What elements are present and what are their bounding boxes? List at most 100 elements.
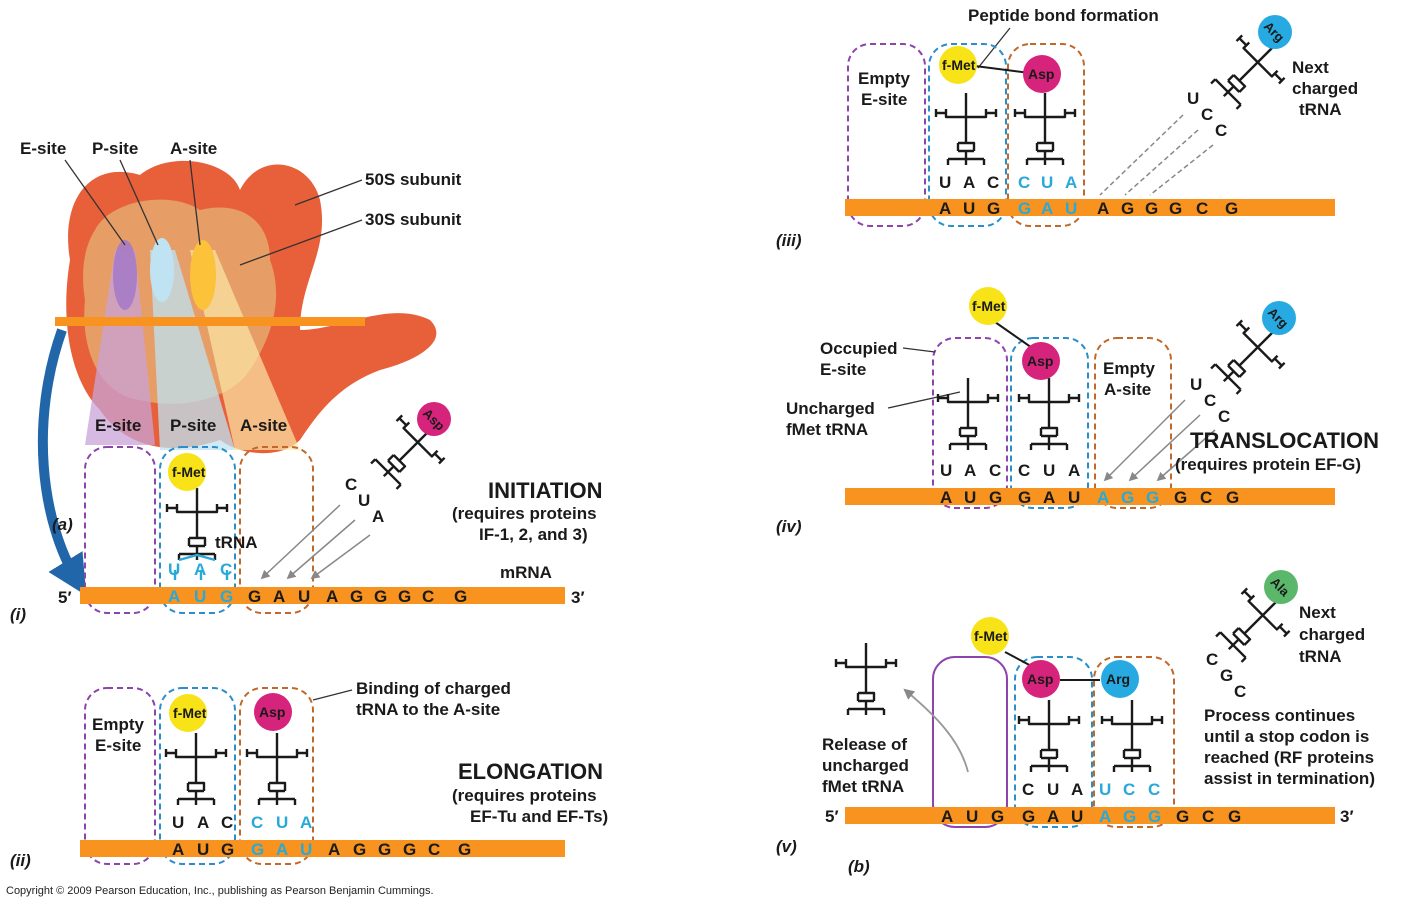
label-50s-subunit: 50S subunit	[365, 170, 462, 189]
ii-p-anticodon-1: U	[172, 813, 184, 832]
i-codon-3: G	[220, 587, 233, 606]
v-process-1: Process continues	[1204, 706, 1355, 725]
v-arg-ball	[1101, 660, 1139, 698]
label-a-e-site: E-site	[20, 139, 66, 158]
v-incoming-anticodon-1: C	[1206, 650, 1218, 669]
label-panel-iii: (iii)	[776, 231, 802, 250]
iii-codon-12: G	[1225, 199, 1238, 218]
v-asp-ball	[1022, 660, 1060, 698]
iv-e-site-box	[932, 337, 1008, 509]
ii-asp-ball	[254, 693, 292, 731]
a-site-beam	[190, 250, 300, 450]
v-ala-ball	[1264, 570, 1298, 604]
v-a-anticodon-2: C	[1123, 780, 1135, 799]
iii-asp-label: Asp	[1028, 66, 1054, 82]
ii-p-anticodon-3: C	[221, 813, 233, 832]
iv-arg-ball	[1262, 301, 1296, 335]
iv-e-trna	[936, 376, 1000, 452]
iii-codon-3: G	[987, 199, 1000, 218]
iv-empty-a-1: Empty	[1103, 359, 1156, 378]
ii-codon-5: A	[276, 840, 288, 859]
iv-codon-10: G	[1174, 488, 1187, 507]
v-a-site-box	[1093, 656, 1175, 828]
e-site-beam	[85, 250, 155, 445]
iv-codon-4: G	[1018, 488, 1031, 507]
iv-mrna-strand	[845, 488, 1335, 505]
i-codon-8: G	[350, 587, 363, 606]
ii-codon-7: A	[328, 840, 340, 859]
iii-p-anticodon-1: U	[939, 173, 951, 192]
i-codon-10: G	[398, 587, 411, 606]
i-subtitle-2: IF-1, 2, and 3)	[479, 525, 588, 544]
iii-p-anticodon-3: C	[987, 173, 999, 192]
i-mrna-label: mRNA	[500, 563, 552, 582]
iii-a-anticodon-2: U	[1041, 173, 1053, 192]
v-p-anticodon-2: U	[1047, 780, 1059, 799]
iii-fmet-ball	[939, 46, 977, 84]
iv-occupied-2: E-site	[820, 360, 866, 379]
iv-fmet-ball	[969, 287, 1007, 325]
iv-e-anticodon-2: A	[964, 461, 976, 480]
iii-a-anticodon-3: A	[1065, 173, 1077, 192]
iii-codon-2: U	[963, 199, 975, 218]
ii-codon-4: G	[251, 840, 264, 859]
label-i-p-site: P-site	[170, 416, 216, 435]
i-fmet-ball	[168, 453, 206, 491]
v-codon-10: G	[1176, 807, 1189, 826]
v-five-prime: 5′	[825, 807, 839, 826]
v-p-trna	[1017, 698, 1081, 774]
i-five-prime: 5′	[58, 588, 72, 607]
v-next-1: Next	[1299, 603, 1336, 622]
copyright-text: Copyright © 2009 Pearson Education, Inc.…	[6, 885, 434, 897]
ii-empty-1: Empty	[92, 715, 145, 734]
p-site-beam	[150, 250, 235, 450]
label-panel-a: (a)	[52, 515, 73, 534]
iii-incoming-anticodon-1: U	[1187, 89, 1199, 108]
iv-fmet-label: f-Met	[972, 298, 1006, 314]
v-codon-7: A	[1099, 807, 1111, 826]
v-codon-6: U	[1071, 807, 1083, 826]
v-fmet-label: f-Met	[974, 628, 1008, 644]
v-release-3: fMet tRNA	[822, 777, 904, 796]
ii-codon-8: G	[353, 840, 366, 859]
iv-uncharged-1: Uncharged	[786, 399, 875, 418]
ii-fmet-ball	[169, 694, 207, 732]
ribosome-illustration	[55, 160, 437, 454]
ii-codons: A U G G A U A G G G C G	[172, 840, 471, 859]
ii-p-site-box	[159, 687, 236, 865]
i-codon-1: A	[168, 587, 180, 606]
iv-incoming-anticodon-2: C	[1204, 391, 1216, 410]
iii-next-3: tRNA	[1299, 100, 1342, 119]
iii-codon-9: G	[1145, 199, 1158, 218]
ii-a-trna	[245, 731, 309, 807]
v-codon-12: G	[1228, 807, 1241, 826]
iii-codon-7: A	[1097, 199, 1109, 218]
v-codon-1: A	[941, 807, 953, 826]
v-codon-8: G	[1123, 807, 1136, 826]
iii-codon-5: A	[1041, 199, 1053, 218]
i-codon-5: A	[273, 587, 285, 606]
iv-asp-ball	[1022, 342, 1060, 380]
iii-next-2: charged	[1292, 79, 1358, 98]
iii-a-site-box	[1007, 43, 1085, 227]
v-asp-label: Asp	[1027, 671, 1053, 687]
ii-binding-2: tRNA to the A-site	[356, 700, 500, 719]
iii-empty-1: Empty	[858, 69, 911, 88]
label-panel-ii: (ii)	[10, 851, 31, 870]
i-codons: A U G G A U A G G G C G	[168, 587, 467, 606]
ii-subtitle-2: EF-Tu and EF-Ts)	[470, 807, 608, 826]
v-incoming-anticodon-3: C	[1234, 682, 1246, 701]
v-release-1: Release of	[822, 735, 907, 754]
i-codon-6: U	[298, 587, 310, 606]
ii-codon-2: U	[197, 840, 209, 859]
i-codon-9: G	[374, 587, 387, 606]
e-site-trna-shape	[113, 240, 137, 310]
iii-codon-4: G	[1018, 199, 1031, 218]
iv-occupied-1: Occupied	[820, 339, 897, 358]
label-i-e-site: E-site	[95, 416, 141, 435]
iii-codon-8: G	[1121, 199, 1134, 218]
i-codon-7: A	[326, 587, 338, 606]
i-p-site-box	[159, 446, 236, 614]
v-e-site-box	[932, 656, 1008, 828]
iii-incoming-anticodon-3: C	[1215, 121, 1227, 140]
